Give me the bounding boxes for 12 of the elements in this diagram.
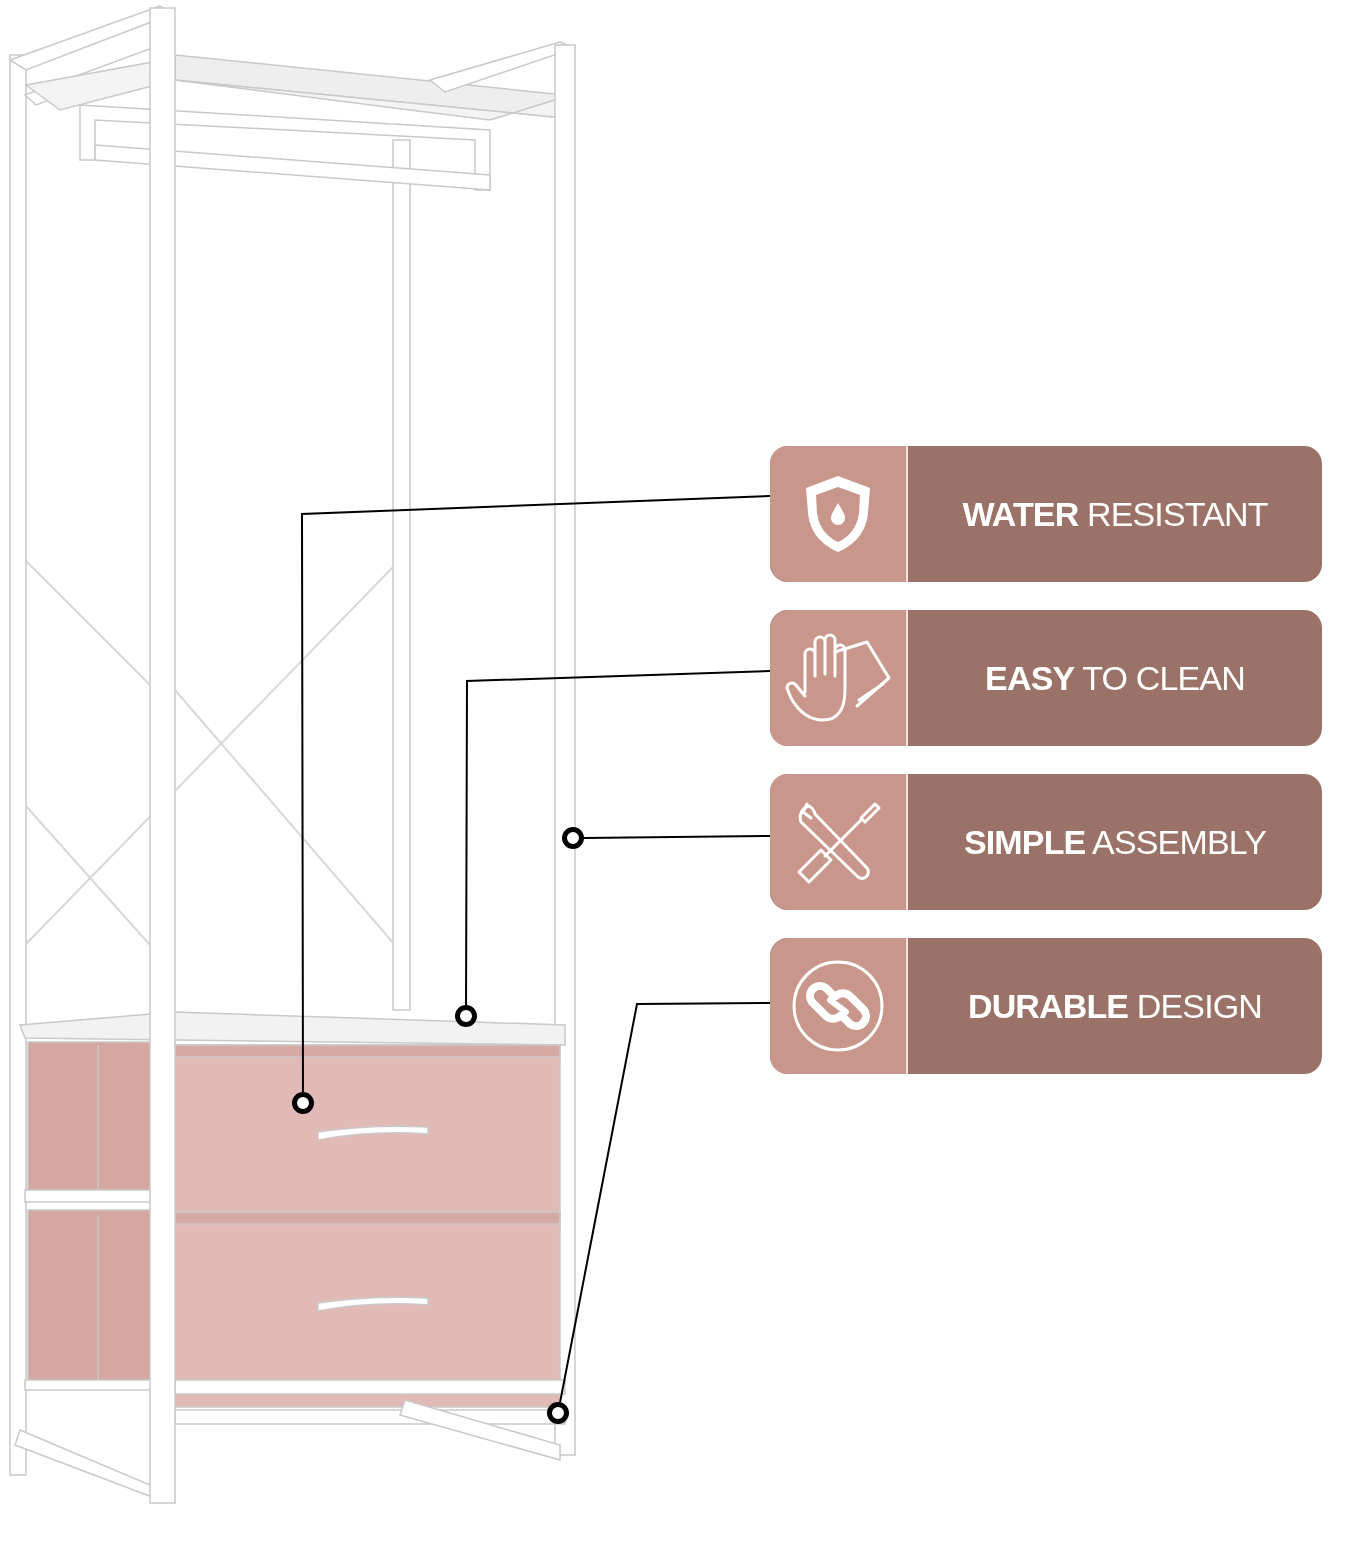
- leader-line: [583, 835, 771, 839]
- feature-label: WATER RESISTANT: [962, 493, 1268, 535]
- feature-label: EASY TO CLEAN: [985, 657, 1245, 699]
- feature-banner: [770, 610, 1322, 746]
- feature-label: SIMPLE ASSEMBLY: [963, 821, 1267, 863]
- feature-banner: [770, 938, 1322, 1074]
- feature-label: DURABLE DESIGN: [967, 985, 1263, 1027]
- leader-line: [465, 670, 771, 1006]
- leader-line: [559, 1002, 771, 1404]
- leader-line: [301, 495, 771, 1093]
- feature-banner: [770, 774, 1322, 910]
- feature-banner: [770, 446, 1322, 582]
